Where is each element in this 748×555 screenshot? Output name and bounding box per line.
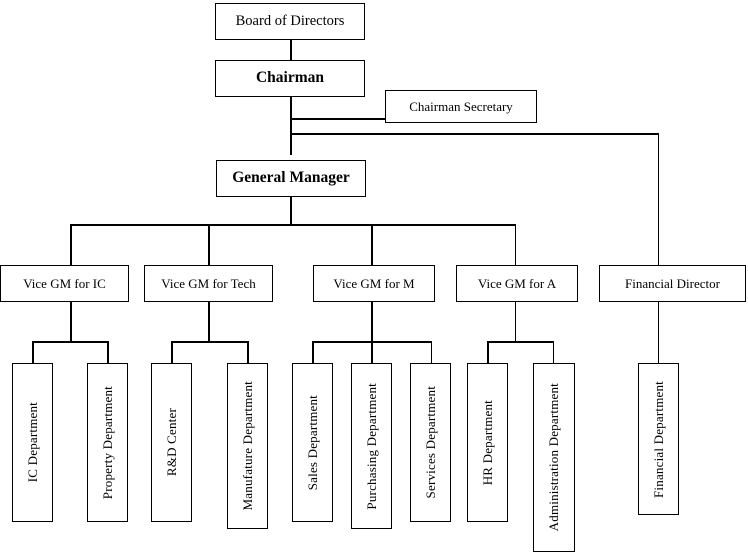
node-financial-director-label: Financial Director <box>625 275 720 291</box>
node-manufature-department-label: Manufature Department <box>239 381 255 511</box>
node-purchasing-department[interactable]: Purchasing Department <box>351 363 392 529</box>
node-services-department-label: Services Department <box>422 386 438 499</box>
connector-chairman-stem <box>290 95 292 155</box>
node-hr-department[interactable]: HR Department <box>467 363 508 522</box>
node-purchasing-department-label: Purchasing Department <box>363 382 379 510</box>
node-financial-director[interactable]: Financial Director <box>599 265 746 302</box>
node-services-department[interactable]: Services Department <box>410 363 451 522</box>
node-vice-gm-for-m[interactable]: Vice GM for M <box>313 265 435 302</box>
connector-vgm-tech-to-manufature-department <box>247 341 249 363</box>
connector-vgm-m-to-sales-department <box>312 341 314 363</box>
node-property-department-label: Property Department <box>99 385 115 500</box>
node-general-manager[interactable]: General Manager <box>216 160 366 197</box>
node-manufature-department[interactable]: Manufature Department <box>227 363 268 529</box>
node-rnd-center[interactable]: R&D Center <box>151 363 192 522</box>
node-board-of-directors-label: Board of Directors <box>235 12 345 29</box>
node-vice-gm-for-tech-label: Vice GM for Tech <box>161 275 256 291</box>
connector-gm-to-vgm-m <box>371 224 373 265</box>
connector-gm-to-vgm-ic <box>70 224 72 265</box>
connector-board-to-chairman <box>290 40 292 62</box>
node-vice-gm-for-a[interactable]: Vice GM for A <box>456 265 578 302</box>
connector-vgm-a-to-hr-department <box>487 341 489 363</box>
connector-chairman-to-financial-director-vertical <box>657 133 659 265</box>
node-chairman[interactable]: Chairman <box>215 60 365 97</box>
node-chairman-secretary-label: Chairman Secretary <box>409 98 513 114</box>
connector-gm-distribution-bar <box>70 224 516 226</box>
connector-vgm-m-to-purchasing-department <box>371 341 373 363</box>
node-vice-gm-for-tech[interactable]: Vice GM for Tech <box>144 265 273 302</box>
connector-vgm-ic-bar <box>32 341 108 343</box>
node-general-manager-label: General Manager <box>232 169 350 187</box>
connector-vgm-tech-to-rnd-center <box>171 341 173 363</box>
connector-vgm-ic-to-ic-department <box>32 341 34 363</box>
connector-vgm-ic-stem <box>70 302 72 342</box>
node-administration-department-label: Administration Department <box>546 383 562 532</box>
connector-vgm-a-stem <box>514 302 516 342</box>
connector-vgm-m-to-services-department <box>430 341 432 363</box>
node-chairman-label: Chairman <box>255 69 325 87</box>
node-chairman-secretary[interactable]: Chairman Secretary <box>385 90 537 123</box>
connector-vgm-a-to-administration-department <box>552 341 554 363</box>
node-rnd-center-label: R&D Center <box>163 408 179 477</box>
node-sales-department-label: Sales Department <box>304 394 320 491</box>
node-financial-department[interactable]: Financial Department <box>638 363 679 515</box>
connector-vgm-m-stem <box>371 302 373 342</box>
node-vice-gm-for-ic[interactable]: Vice GM for IC <box>0 265 129 302</box>
connector-gm-to-vgm-tech <box>208 224 210 265</box>
connector-vgm-a-bar <box>487 341 554 343</box>
node-property-department[interactable]: Property Department <box>87 363 128 522</box>
node-financial-department-label: Financial Department <box>650 380 666 498</box>
node-vice-gm-for-m-label: Vice GM for M <box>333 275 415 291</box>
connector-gm-to-vgm-a <box>514 224 516 265</box>
node-administration-department[interactable]: Administration Department <box>533 363 575 552</box>
connector-chairman-to-financial-director-horizontal <box>290 133 659 135</box>
connector-vgm-tech-stem <box>208 302 210 342</box>
node-ic-department[interactable]: IC Department <box>12 363 53 522</box>
node-hr-department-label: HR Department <box>479 399 495 486</box>
node-vice-gm-for-a-label: Vice GM for A <box>477 275 557 291</box>
connector-vgm-ic-to-property-department <box>107 341 109 363</box>
connector-chairman-to-secretary <box>290 118 386 120</box>
connector-gm-stem <box>290 195 292 225</box>
node-board-of-directors[interactable]: Board of Directors <box>215 3 365 40</box>
node-sales-department[interactable]: Sales Department <box>292 363 333 522</box>
node-vice-gm-for-ic-label: Vice GM for IC <box>23 275 106 291</box>
connector-vgm-tech-bar <box>171 341 248 343</box>
connector-financial-director-to-financial-department <box>657 302 659 363</box>
node-ic-department-label: IC Department <box>24 402 40 483</box>
